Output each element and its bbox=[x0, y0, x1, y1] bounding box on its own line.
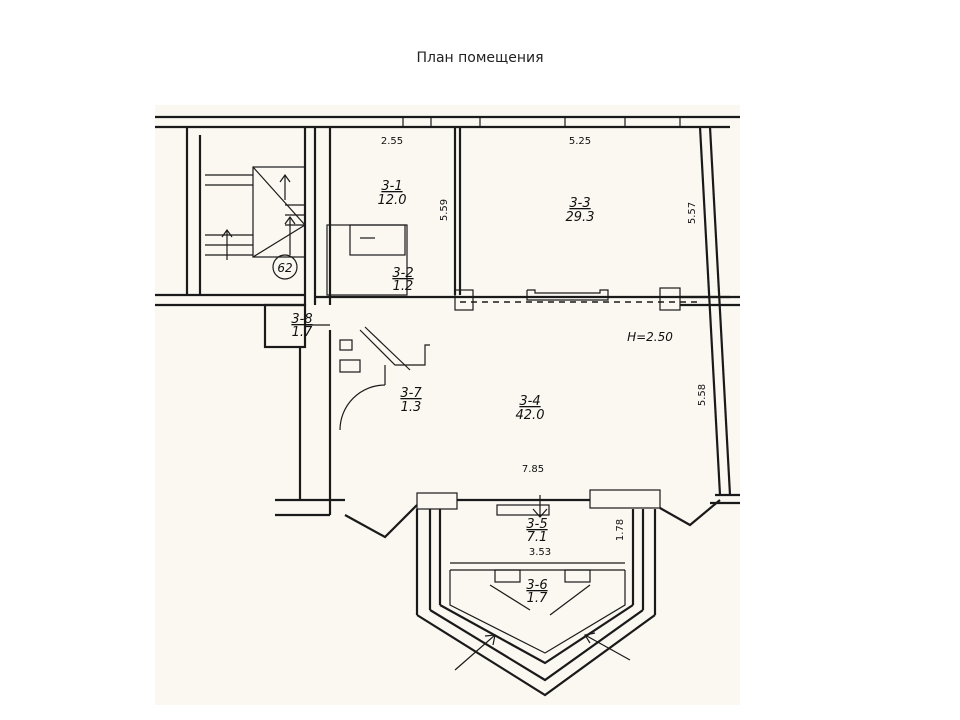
room-3-8-area: 1.7 bbox=[292, 325, 313, 340]
room-3-8-walls bbox=[263, 303, 330, 349]
room-3-4-walls bbox=[275, 330, 740, 517]
stair-number-circle bbox=[272, 254, 298, 280]
room-3-1-number: 3-1 bbox=[381, 179, 402, 194]
room-3-4-number: 3-4 bbox=[519, 394, 540, 409]
room-3-3-number: 3-3 bbox=[569, 196, 590, 211]
dimension-1-78: 1.78 bbox=[615, 519, 626, 541]
room-3-3-walls bbox=[454, 126, 740, 496]
dimension-5-57: 5.57 bbox=[687, 202, 698, 224]
room-3-4-area: 42.0 bbox=[516, 408, 545, 423]
stair-number: 62 bbox=[277, 261, 292, 275]
dimension-2-55: 2.55 bbox=[381, 136, 403, 147]
room-3-5-area: 7.1 bbox=[527, 530, 548, 545]
room-3-3-area: 29.3 bbox=[566, 210, 595, 225]
floor-plan-drawing: 62 bbox=[155, 115, 740, 697]
slide-title: План помещения bbox=[416, 50, 544, 66]
room-3-2-area: 1.2 bbox=[393, 279, 414, 294]
dimension-5-58: 5.58 bbox=[697, 384, 708, 406]
room-3-2-number: 3-2 bbox=[392, 266, 413, 281]
dimension-3-53: 3.53 bbox=[529, 547, 551, 558]
ceiling-height-label: H=2.50 bbox=[627, 330, 673, 344]
dimension-7-85: 7.85 bbox=[522, 464, 544, 475]
room-3-6-area: 1.7 bbox=[527, 591, 548, 606]
room-3-7-walls bbox=[339, 326, 430, 431]
room-3-7-area: 1.3 bbox=[401, 400, 422, 415]
room-3-1-walls bbox=[315, 127, 730, 305]
room-3-7-number: 3-7 bbox=[400, 386, 422, 401]
bay-entrance bbox=[344, 489, 721, 697]
dimension-5-59: 5.59 bbox=[439, 199, 450, 221]
room-3-8-number: 3-8 bbox=[291, 312, 312, 327]
dimension-5-25: 5.25 bbox=[569, 136, 591, 147]
floor-plan: 62 bbox=[155, 105, 740, 705]
room-3-5-number: 3-5 bbox=[526, 517, 547, 532]
room-3-6-number: 3-6 bbox=[526, 578, 547, 593]
top-wall bbox=[155, 115, 740, 129]
stair-block bbox=[155, 127, 317, 307]
room-3-1-area: 12.0 bbox=[378, 193, 407, 208]
